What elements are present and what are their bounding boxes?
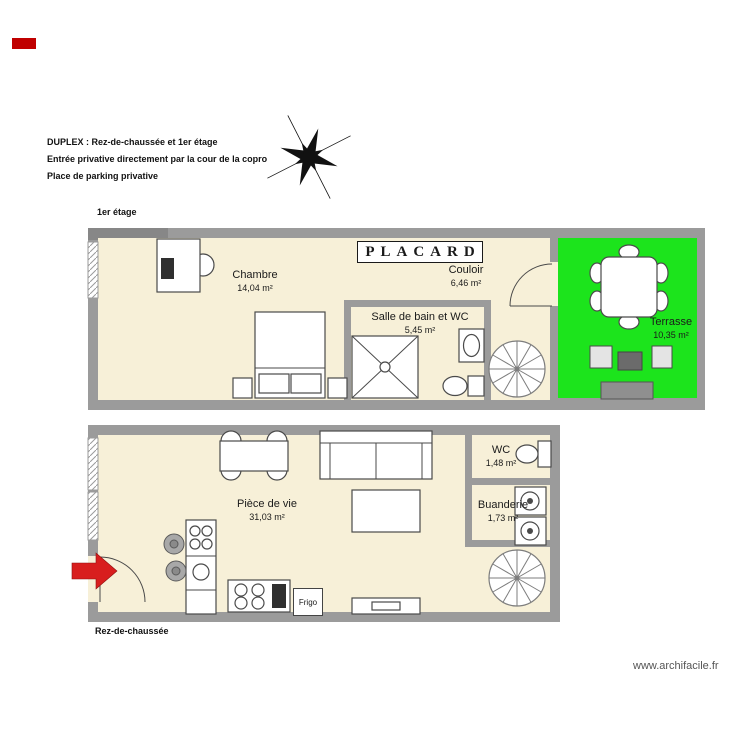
spiral-staircase-ground-floor <box>488 549 546 607</box>
first-floor-label: 1er étage <box>97 207 137 217</box>
toilet-first-floor <box>442 375 485 397</box>
nightstand-left <box>232 377 253 399</box>
shower <box>351 335 419 399</box>
terrace-door <box>509 263 553 307</box>
room-label-chambre: Chambre 14,04 m² <box>232 269 277 294</box>
spiral-staircase-first-floor <box>488 340 546 398</box>
terrace-item-1 <box>589 345 613 369</box>
room-name: Couloir <box>448 264 484 276</box>
washing-machine-2 <box>514 516 547 546</box>
room-area: 1,48 m² <box>485 458 517 468</box>
room-name: Buanderie <box>477 499 529 511</box>
room-area: 31,03 m² <box>249 512 285 522</box>
bed <box>232 311 348 399</box>
room-area: 10,35 m² <box>653 330 689 340</box>
room-label-couloir: Couloir 6,46 m² <box>449 264 484 289</box>
room-label-terrasse: Terrasse 10,35 m² <box>650 316 692 341</box>
washing-machine-1 <box>514 486 547 516</box>
room-area: 14,04 m² <box>237 283 273 293</box>
entrance-arrow <box>71 552 118 590</box>
terrace-planter <box>600 381 654 400</box>
coffee-table <box>351 489 421 533</box>
room-label-wc: WC 1,48 m² <box>486 444 517 469</box>
red-marker <box>12 38 36 49</box>
room-name: WC <box>491 444 511 456</box>
room-label-piece-de-vie: Pièce de vie 31,03 m² <box>237 498 297 523</box>
kitchen-counter <box>185 519 217 615</box>
sofa <box>319 430 433 480</box>
room-label-salle-de-bain: Salle de bain et WC 5,45 m² <box>371 311 468 336</box>
room-area: 5,45 m² <box>404 325 436 335</box>
bathroom-sink <box>458 328 485 363</box>
toilet-ground-floor <box>515 440 552 468</box>
fridge: Frigo <box>293 588 323 616</box>
desk <box>156 238 215 293</box>
dining-table-set <box>219 430 289 481</box>
header-line-3: Place de parking privative <box>47 171 159 181</box>
terrace-item-2 <box>617 351 643 371</box>
room-area: 1,73 m² <box>487 513 519 523</box>
room-label-buanderie: Buanderie 1,73 m² <box>478 499 528 524</box>
header-line-1: DUPLEX : Rez-de-chaussée et 1er étage <box>47 137 218 147</box>
header-line-2: Entrée privative directement par la cour… <box>47 154 268 164</box>
room-name: Salle de bain et WC <box>371 311 469 323</box>
stool-2 <box>165 560 187 582</box>
stove <box>227 579 291 613</box>
placard-closet: PLACARD <box>357 241 483 263</box>
room-area: 6,46 m² <box>450 278 482 288</box>
terrace-table-set <box>589 244 669 330</box>
stool-1 <box>163 533 185 555</box>
room-name: Pièce de vie <box>237 498 297 510</box>
room-name: Chambre <box>232 269 278 281</box>
compass-rose-icon <box>267 115 351 199</box>
nightstand-right <box>327 377 348 399</box>
terrace-item-3 <box>651 345 673 369</box>
sideboard <box>351 597 421 615</box>
room-name: Terrasse <box>649 316 693 328</box>
website-watermark: www.archifacile.fr <box>633 660 719 672</box>
ground-floor-label: Rez-de-chaussée <box>95 626 169 636</box>
